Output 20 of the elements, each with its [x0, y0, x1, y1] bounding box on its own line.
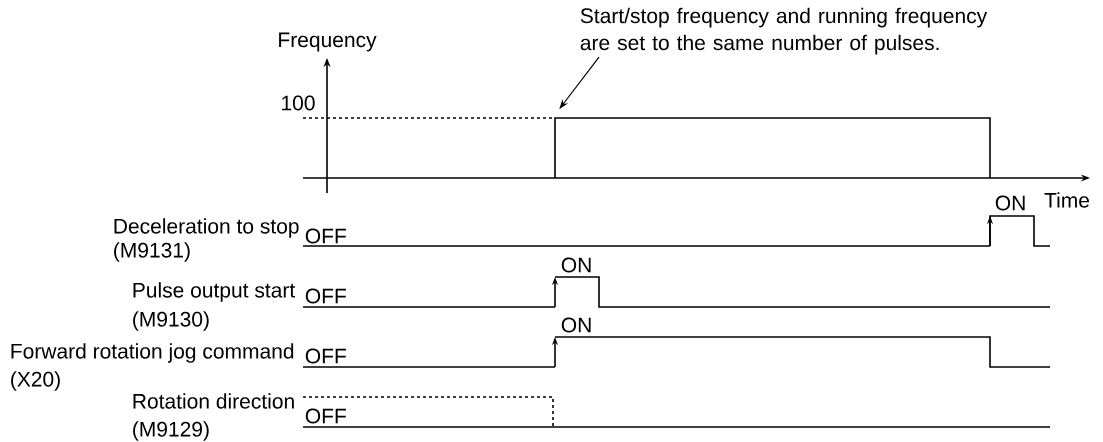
frequency-waveform — [554, 117, 991, 179]
state-label: OFF — [305, 348, 346, 364]
annotation-text: Start/stop frequency and running frequency are set to the same number of pulses. — [580, 7, 988, 55]
state-label: OFF — [305, 228, 346, 244]
signal-name: Forward rotation jog command — [11, 343, 294, 363]
state-label: OFF — [305, 408, 346, 424]
signal-address: (M9131) — [114, 242, 190, 262]
tick-label: 100 — [282, 95, 315, 111]
axis-label: Frequency — [279, 32, 377, 52]
signal-address: (X20) — [11, 371, 60, 391]
signal-name: Rotation direction — [133, 393, 294, 409]
state-label: OFF — [305, 288, 346, 304]
signal-name: Pulse output start — [133, 282, 296, 302]
signal-name: Deceleration to stop — [114, 218, 299, 238]
axis-label: Time — [1044, 192, 1089, 208]
signal-address: (M9130) — [133, 311, 209, 331]
signal-address: (M9129) — [133, 421, 209, 441]
state-label: ON — [561, 257, 591, 273]
state-label: ON — [995, 195, 1025, 211]
state-label: ON — [561, 317, 591, 333]
